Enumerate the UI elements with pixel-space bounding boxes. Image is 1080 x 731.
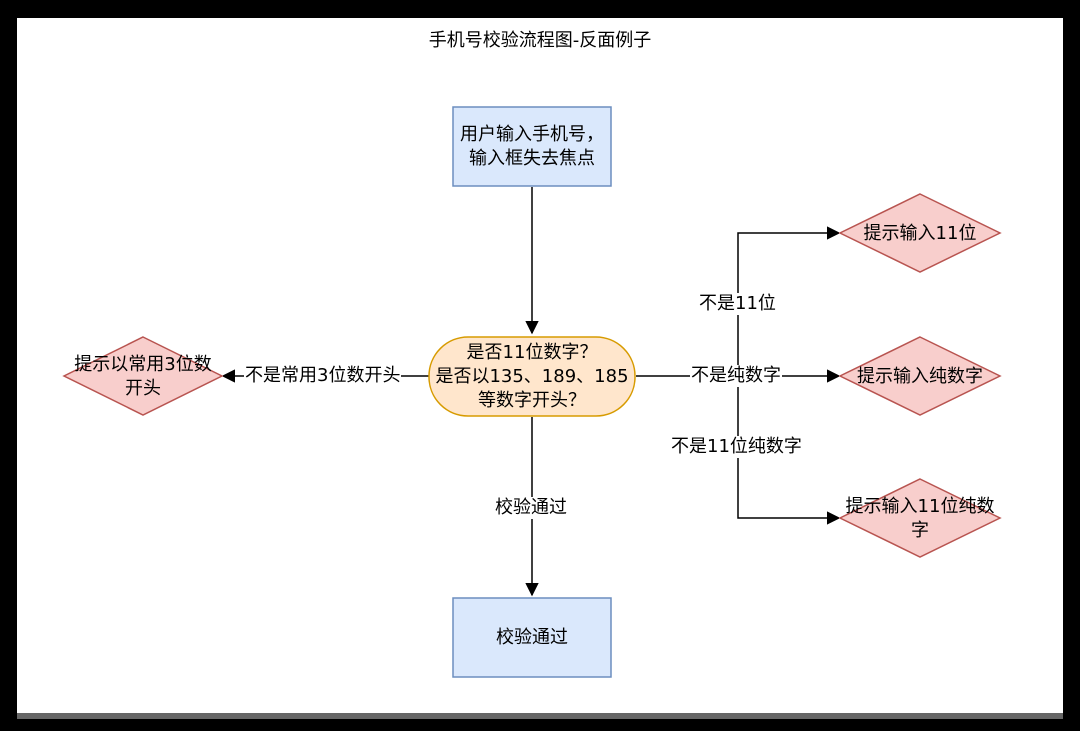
edge-label-not-11: 不是11位 xyxy=(698,293,777,315)
diagram-title: 手机号校验流程图-反面例子 xyxy=(428,30,652,51)
prompt-prefix-label: 提示以常用3位数 开头 xyxy=(60,337,226,416)
end-node-text: 校验通过 xyxy=(496,626,568,648)
start-process-box xyxy=(452,106,612,187)
prompt-digits-diamond xyxy=(838,336,1002,416)
prompt-digits-text: 提示输入纯数字 xyxy=(857,365,983,387)
prompt-11-digits-line1: 提示输入11位纯数 xyxy=(845,495,995,517)
edge-label-pass: 校验通过 xyxy=(494,497,568,519)
prompt-11-text: 提示输入11位 xyxy=(863,222,977,244)
prompt-11-digits-diamond xyxy=(838,478,1002,558)
edge-check-to-prompt-11 xyxy=(737,226,841,376)
check-node-line2: 是否以135、189、185 xyxy=(435,365,629,387)
edge-label-not-prefix: 不是常用3位数开头 xyxy=(244,365,402,387)
start-node-line1: 用户输入手机号， xyxy=(460,123,604,145)
start-node-label: 用户输入手机号， 输入框失去焦点 xyxy=(453,107,611,186)
check-node-line3: 等数字开头？ xyxy=(478,389,586,411)
check-node-line1: 是否11位数字？ xyxy=(466,341,598,363)
prompt-prefix-line1: 提示以常用3位数 xyxy=(74,353,212,375)
prompt-11-diamond xyxy=(838,193,1002,273)
end-node-label: 校验通过 xyxy=(453,598,611,677)
prompt-prefix-line2: 开头 xyxy=(125,377,161,399)
start-node-line2: 输入框失去焦点 xyxy=(469,147,595,169)
canvas-bottom-border xyxy=(17,713,1063,719)
edge-label-not-digits: 不是纯数字 xyxy=(690,365,782,387)
prompt-digits-label: 提示输入纯数字 xyxy=(836,337,1004,416)
prompt-prefix-diamond xyxy=(62,336,224,416)
prompt-11-label: 提示输入11位 xyxy=(836,194,1004,273)
prompt-11-digits-line2: 字 xyxy=(911,519,929,541)
edge-label-not-11-digits: 不是11位纯数字 xyxy=(670,436,803,458)
prompt-11-digits-label: 提示输入11位纯数 字 xyxy=(836,479,1004,558)
check-decision-shape xyxy=(428,336,636,417)
check-node-label: 是否11位数字？ 是否以135、189、185 等数字开头？ xyxy=(429,337,635,416)
edge-check-to-prompt-11-digits xyxy=(737,376,841,525)
end-process-box xyxy=(452,597,612,678)
